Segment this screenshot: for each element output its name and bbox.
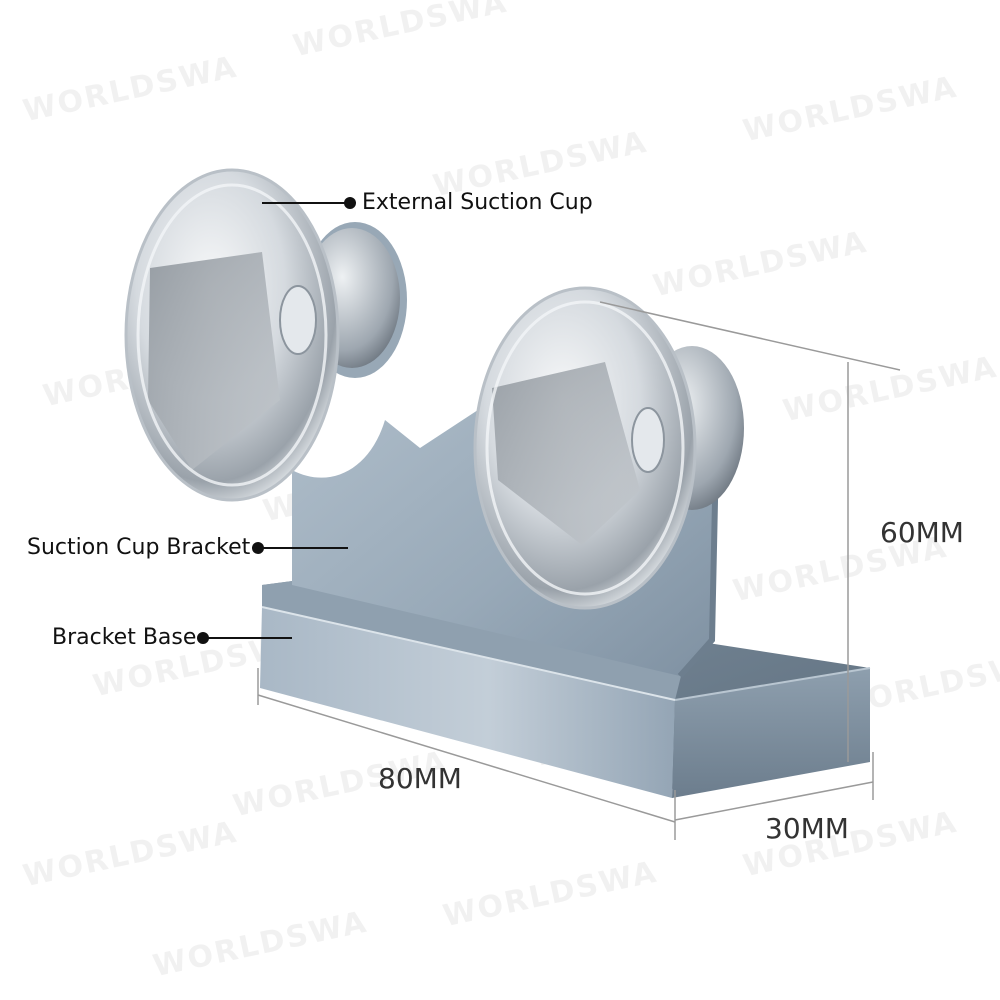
depth-dimension-line	[674, 781, 874, 821]
base-edge-highlight	[261, 606, 676, 701]
dimension-lines	[257, 301, 901, 840]
leader-lines	[197, 197, 356, 644]
dimension-height-label: 60MM	[880, 516, 964, 549]
left-cup-reflection	[148, 252, 280, 470]
leader-dot	[252, 542, 264, 554]
length-dimension-line	[257, 694, 676, 823]
right-suction-cup	[473, 286, 744, 610]
base-top-face-front-strip	[262, 580, 690, 700]
left-cup-stem	[279, 285, 317, 355]
right-cup-stem	[631, 407, 665, 473]
dimension-depth-label: 30MM	[765, 812, 849, 845]
dimension-length-label: 80MM	[378, 762, 462, 795]
bracket-base	[260, 580, 871, 798]
callout-suction-cup-bracket: Suction Cup Bracket	[27, 535, 251, 560]
right-cup-reflection	[492, 362, 640, 545]
height-extension-line	[599, 301, 901, 371]
callout-bracket-base: Bracket Base	[52, 625, 197, 650]
leader-dot	[197, 632, 209, 644]
bracket-plate-edge	[677, 454, 719, 678]
callout-external-suction-cup: External Suction Cup	[362, 190, 593, 215]
base-end-face	[672, 668, 870, 798]
base-front-face	[260, 607, 675, 798]
base-edge-highlight	[674, 667, 871, 701]
leader-dot	[344, 197, 356, 209]
left-suction-cup	[124, 168, 400, 502]
